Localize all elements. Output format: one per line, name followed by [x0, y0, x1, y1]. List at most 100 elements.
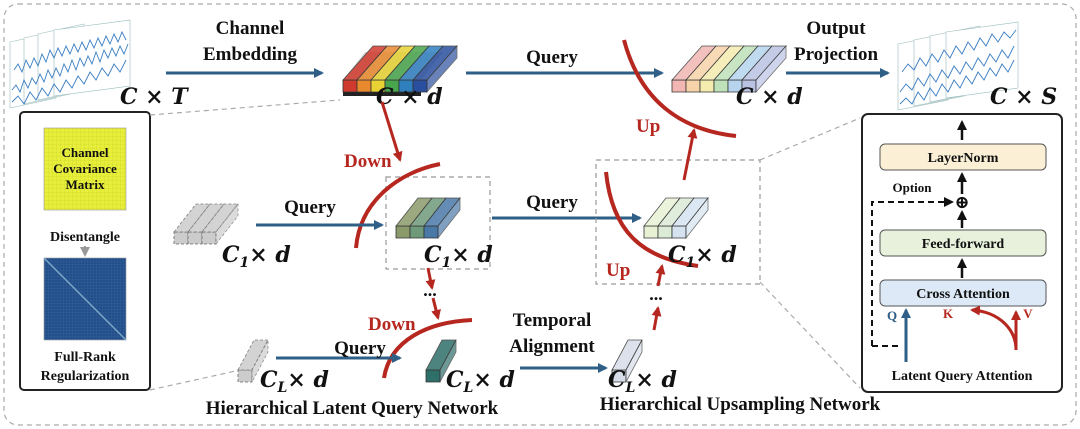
v-label: V — [1023, 306, 1033, 321]
tensor-slab-side — [437, 196, 461, 240]
matrix-label-1: Channel — [62, 145, 109, 160]
output-projection-label-2: Projection — [794, 44, 878, 65]
top-up-label: Up — [636, 116, 660, 137]
latent-descend-arrow-2 — [431, 297, 441, 320]
tensor-slab-side — [625, 339, 643, 383]
right-connector-top — [759, 117, 861, 161]
top-query-label: Query — [526, 47, 578, 68]
fullrank-label-1: Full-Rank — [54, 350, 116, 365]
levelL-query-dim: CL× d — [260, 367, 329, 396]
output-dim-label: C × S — [990, 84, 1057, 110]
levelL-latent-tensor — [425, 339, 457, 383]
tensor-slab-front — [356, 79, 372, 93]
channel-embedding-label-1: Channel — [216, 18, 285, 39]
tensor-slab-front — [395, 225, 411, 239]
tensor-slab-top — [201, 203, 239, 233]
tensor-slab-front — [671, 225, 687, 239]
level1-latent-box — [385, 176, 491, 270]
temporal-label-1: Temporal — [513, 310, 591, 331]
output-series-icon — [897, 21, 1019, 111]
levelL-upsample-tensor — [611, 339, 643, 383]
right-connector-bottom — [759, 281, 861, 389]
level1-up-arc — [604, 171, 699, 268]
layernorm-box — [879, 143, 1047, 171]
level1-upsample-dim: C1× d — [668, 242, 737, 271]
upsampling-network-title: Hierarchical Upsampling Network — [600, 394, 881, 415]
layernorm-label: LayerNorm — [928, 151, 999, 166]
tensor-slab-side — [685, 196, 709, 240]
tensor-slab-side — [439, 339, 457, 383]
levelL-query-tensor — [237, 339, 269, 383]
tensor-slab-front — [685, 79, 701, 93]
output-projection-label-1: Output — [806, 18, 866, 39]
cross-attention-box — [879, 279, 1047, 307]
bottom-down-label: Down — [368, 314, 416, 335]
latent-network-title: Hierarchical Latent Query Network — [206, 398, 499, 419]
option-residual-path — [871, 197, 954, 346]
levelL-latent-dim: CL× d — [446, 367, 515, 396]
input-series-icon — [9, 19, 131, 109]
channel-embedding-label-2: Embedding — [203, 44, 297, 65]
tensor-slab-front — [423, 225, 439, 239]
tensor-slab-side — [251, 339, 269, 383]
pastel-dim-label: C × d — [736, 84, 803, 110]
tensor-slab-front — [699, 79, 715, 93]
feedforward-label: Feed-forward — [922, 237, 1005, 252]
covariance-matrix — [43, 127, 127, 211]
tensor-slab-front — [187, 231, 203, 245]
tensor-slab-top — [173, 203, 211, 233]
matrix-label-2: Covariance — [53, 161, 117, 176]
cross-attention-label: Cross Attention — [916, 287, 1010, 302]
tensor-slab-front — [342, 79, 358, 93]
upsample-ascend-arrow-2 — [655, 264, 666, 287]
left-connector-bottom — [149, 369, 241, 391]
level1-upsample-tensor — [643, 196, 709, 240]
tensor-slab-front — [643, 225, 659, 239]
tensor-slab-front — [713, 79, 729, 93]
tensor-slab-front — [657, 225, 673, 239]
upsample-ascend-arrow — [651, 306, 662, 331]
latent-ellipsis: ... — [423, 280, 437, 300]
levelL-upsample-dim: CL× d — [608, 367, 677, 396]
levelL-query-label: Query — [334, 338, 386, 359]
option-label: Option — [892, 180, 932, 195]
levelL-down-arc — [382, 318, 473, 379]
level1-query-label: Query — [284, 197, 336, 218]
input-dim-label: C × T — [120, 84, 189, 110]
k-label: K — [943, 306, 954, 321]
tensor-slab-front — [425, 369, 441, 383]
level1-latent-tensor — [395, 196, 461, 240]
upsample-ellipsis: ... — [649, 284, 663, 304]
left-connector-top — [149, 99, 341, 116]
level1-up-arrow — [682, 128, 698, 181]
middle-query-label: Query — [526, 192, 578, 213]
tensor-slab-front — [237, 369, 253, 383]
temporal-label-2: Alignment — [509, 336, 595, 357]
tensor-slab-front — [173, 231, 189, 245]
top-down-arrow — [380, 101, 403, 162]
tensor-slab-side — [215, 202, 239, 246]
pastel-tensor — [671, 44, 787, 94]
tensor-slab-top — [187, 203, 225, 233]
level1-query-dim: C1× d — [222, 242, 291, 271]
level1-upsample-box — [595, 159, 761, 285]
latent-descend-arrow — [425, 267, 436, 290]
level1-latent-dim: C1× d — [424, 242, 493, 271]
level1-query-tensor — [173, 202, 239, 246]
top-down-label: Down — [344, 151, 392, 172]
disentangle-label: Disentangle — [50, 230, 120, 245]
embed-dim-label: C × d — [376, 84, 443, 110]
tensor-slab-front — [671, 79, 687, 93]
embedded-slabs — [342, 44, 458, 94]
fullrank-label-2: Regularization — [41, 369, 130, 384]
level1-up-label: Up — [606, 260, 630, 281]
residual-plus-icon: ⊕ — [954, 192, 969, 213]
matrix-label-3: Matrix — [66, 177, 105, 192]
tensor-slab-front — [201, 231, 217, 245]
tensor-slab-side — [426, 44, 458, 94]
latent-query-attention-label: Latent Query Attention — [892, 369, 1033, 384]
matrix-diagonal — [43, 257, 127, 341]
q-label: Q — [887, 308, 897, 323]
